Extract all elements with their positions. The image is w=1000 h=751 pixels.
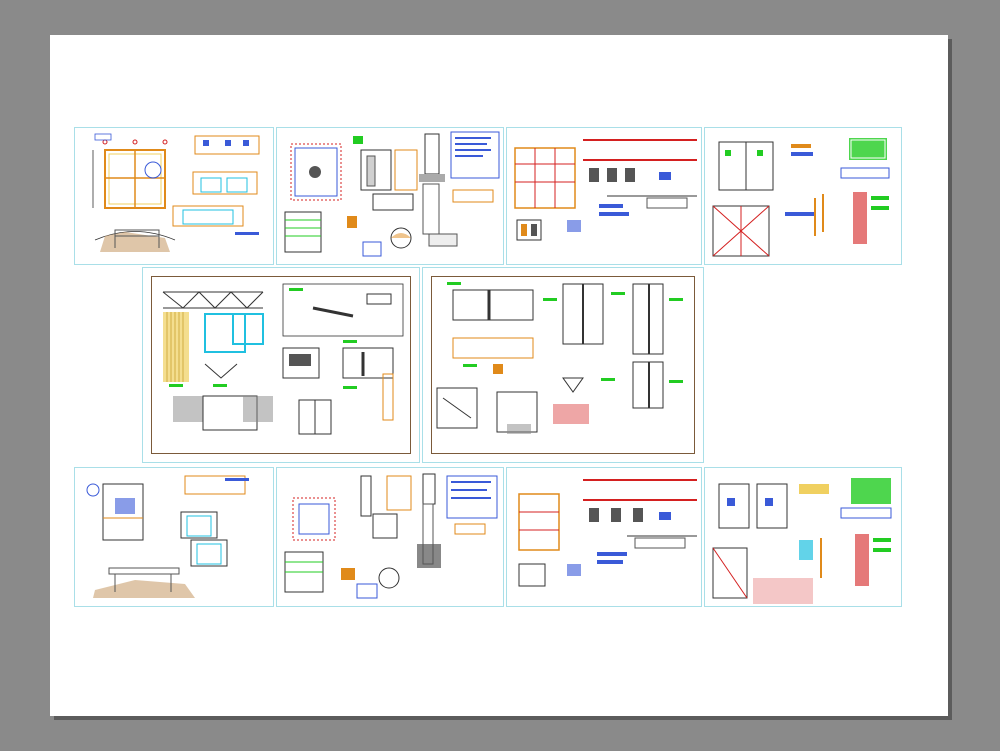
foundation-drawing bbox=[284, 131, 500, 257]
sheet-roof-truss bbox=[142, 267, 420, 463]
sheet-electrical-1 bbox=[704, 127, 902, 265]
sheet-architecture-2 bbox=[74, 467, 274, 607]
foundation-drawing-2 bbox=[284, 473, 498, 599]
connection-drawing bbox=[436, 282, 683, 434]
sheet-beams-1 bbox=[506, 127, 702, 265]
architecture-drawing bbox=[92, 133, 260, 252]
sheet-foundation-1 bbox=[276, 127, 504, 265]
sheet-border bbox=[431, 276, 695, 454]
beam-drawing bbox=[514, 139, 697, 241]
sheet-connection-details bbox=[422, 267, 704, 463]
sheet-border bbox=[151, 276, 411, 454]
drawing-paper bbox=[50, 35, 948, 716]
sheet-foundation-2 bbox=[276, 467, 504, 607]
sheet-architecture-1 bbox=[74, 127, 274, 265]
truss-drawing bbox=[162, 283, 404, 435]
electrical-drawing bbox=[712, 138, 890, 257]
beam-drawing-2 bbox=[518, 479, 697, 587]
sheet-beams-2 bbox=[506, 467, 702, 607]
architecture-drawing-2 bbox=[86, 475, 249, 598]
electrical-drawing-2 bbox=[712, 478, 892, 604]
sheet-electrical-2 bbox=[704, 467, 902, 607]
